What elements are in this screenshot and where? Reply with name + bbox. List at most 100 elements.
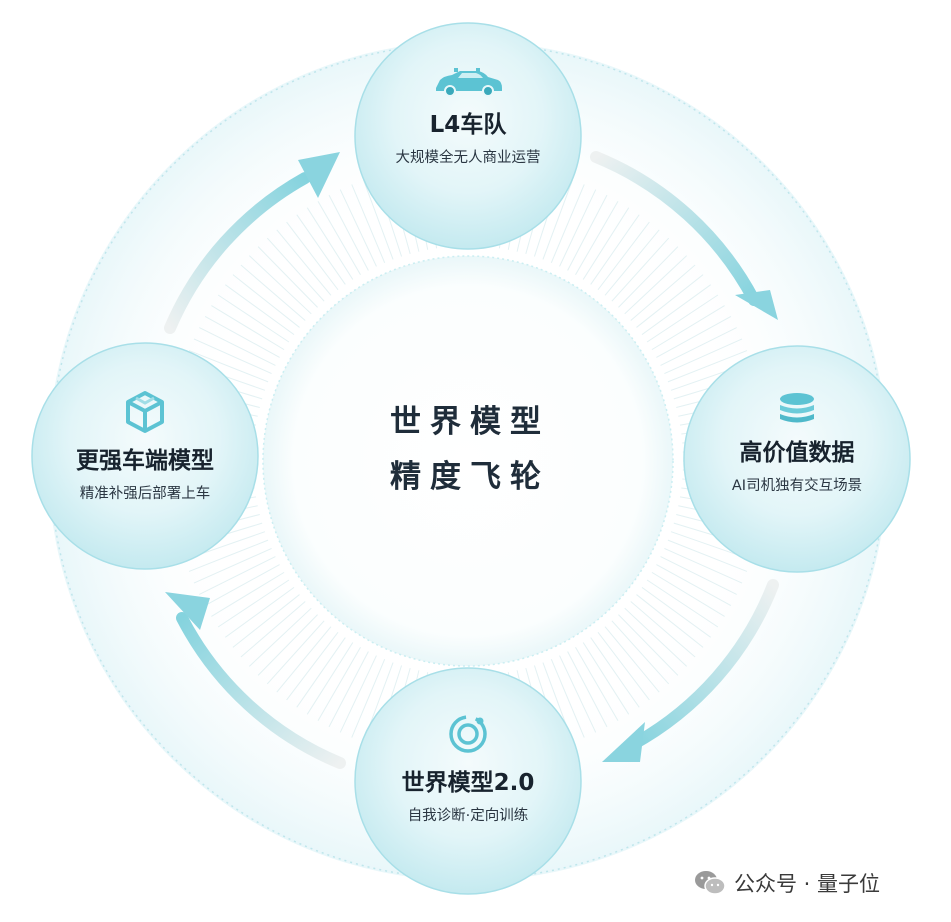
tick-mark [559,189,597,267]
bubble-right [683,345,911,573]
bubble-top [354,22,582,250]
wechat-icon [695,871,726,895]
tick-mark [240,601,306,658]
tick-mark [590,214,640,285]
cube-icon [126,391,164,433]
tick-mark [306,642,354,715]
watermark: 公众号 · 量子位 [694,865,880,901]
tick-mark [567,194,608,271]
tick-mark [225,586,295,638]
tick-mark [232,274,300,328]
node-subtitle: 大规模全无人商业运营 [395,150,541,166]
tick-mark [204,316,280,358]
tick-mark [656,564,732,606]
tick-mark [618,246,679,308]
center-circle [262,255,674,667]
tick-mark [624,607,688,667]
tick-mark [225,284,295,336]
node-l4-fleet: L4车队 大规模全无人商业运营 [353,68,583,168]
tick-mark [266,620,325,685]
tick-mark [597,221,650,291]
tick-mark [604,626,660,693]
bubble-bottom [354,667,582,895]
tick-mark [550,659,585,738]
tick-mark [636,594,704,648]
tick-mark [188,539,269,572]
node-world-model-2: 世界模型2.0 自我诊断·定向训练 [353,712,583,826]
tick-mark [257,614,318,676]
tick-mark [188,350,269,383]
tick-mark [646,579,719,628]
tick-mark [306,207,354,280]
tick-mark [199,327,276,366]
node-subtitle: 自我诊断·定向训练 [407,808,529,824]
tick-mark [630,601,696,658]
tick-mark [351,659,386,738]
arc-arrow-bottom-left [165,592,346,769]
arc-arrow-bottom-right [602,579,779,762]
node-title: L4车队 [429,112,507,138]
tick-mark [276,229,332,296]
node-high-value-data: 高价值数据 AI司机独有交互场景 [682,392,912,496]
node-subtitle: AI司机独有交互场景 [731,478,863,494]
tick-mark [611,620,670,685]
tick-mark [604,229,660,296]
tick-mark [199,556,276,595]
tick-mark [296,214,346,285]
tick-mark [660,327,737,366]
node-subtitle: 精准补强后部署上车 [79,486,211,502]
bubble-left [31,342,259,570]
center-title-line2: 精度飞轮 [390,459,550,495]
tick-mark [667,350,748,383]
tick-mark [618,614,679,676]
tick-mark [646,294,719,343]
center-title: 世界模型 精度飞轮 [320,395,620,505]
tick-mark [328,194,369,271]
database-icon [780,393,814,423]
tick-mark [651,305,725,351]
car-icon [436,68,502,97]
center-title-line1: 世界模型 [390,404,550,440]
tick-mark [575,200,619,276]
node-title: 更强车端模型 [76,448,214,474]
tick-mark [193,338,272,375]
tick-mark [559,655,597,733]
tick-mark [286,221,339,291]
tick-mark [296,637,346,708]
tick-mark [339,189,377,267]
tick-mark [567,651,608,728]
tick-mark [204,564,280,606]
tick-mark [317,646,361,722]
tick-mark [641,284,711,336]
tick-mark [217,579,290,628]
tick-mark [664,547,743,584]
tick-mark [550,184,585,263]
tick-mark [660,556,737,595]
tick-mark [339,655,377,733]
tick-mark [266,237,325,302]
tick-mark [575,646,619,722]
arc-arrow-top-right [590,151,778,320]
tick-mark [667,539,748,572]
tick-mark [217,294,290,343]
tick-mark [582,642,630,715]
tick-mark [248,607,312,667]
orbit-icon [449,715,487,753]
tick-mark [351,184,386,263]
tick-mark [211,571,285,617]
node-title: 世界模型2.0 [401,770,535,796]
tick-mark [248,255,312,315]
tick-mark [582,207,630,280]
tick-mark [542,179,574,260]
tick-mark [630,264,696,321]
tick-mark [276,626,332,693]
tick-mark [193,547,272,584]
node-title: 高价值数据 [739,440,855,466]
tick-mark [590,637,640,708]
tick-mark [317,200,361,276]
tick-mark [624,255,688,315]
node-stronger-vehicle-model: 更强车端模型 精准补强后部署上车 [30,390,260,504]
tick-mark [286,631,339,701]
